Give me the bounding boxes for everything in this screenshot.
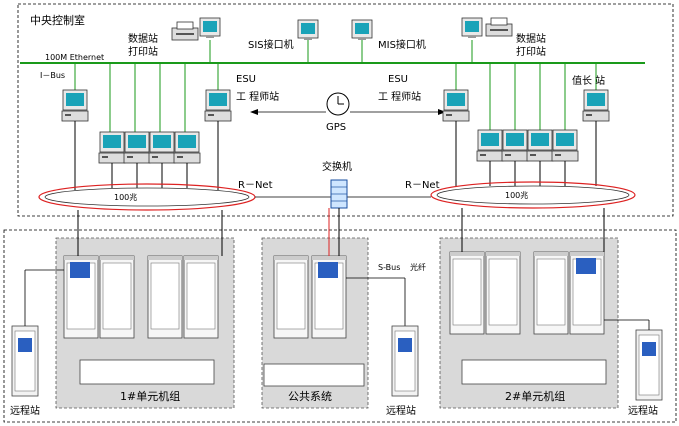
cabinet-icon — [273, 255, 309, 339]
remote-station-icon — [391, 325, 419, 397]
operator-station-icon — [98, 131, 126, 164]
cabinet-icon — [99, 255, 135, 339]
remote-station-icon — [635, 329, 663, 401]
rnet-ring-right — [430, 181, 636, 209]
ethernet-label: 100M Ethernet — [45, 53, 104, 62]
sbus-label: S-Bus — [378, 263, 400, 272]
remote-station-icon — [11, 325, 39, 397]
esu-right-icon — [442, 89, 470, 122]
control-room-label: 中央控制室 — [30, 13, 85, 27]
switch-icon — [330, 179, 348, 209]
esu-left-label-2: 工 程师站 — [236, 90, 279, 103]
cabinet-icon — [183, 255, 219, 339]
esu-left-label-1: ESU — [236, 74, 256, 85]
workstation-icon — [199, 17, 221, 39]
cabinet-icon — [485, 251, 521, 335]
unit1-label: 1#单元机组 — [120, 389, 180, 403]
operator-station-icon — [173, 131, 201, 164]
operator-station-icon — [501, 129, 529, 162]
ring-right-label: 100兆 — [505, 190, 528, 200]
esu-right-label-2: 工 程师站 — [378, 90, 421, 103]
operator-station-icon — [526, 129, 554, 162]
control-room-boundary — [17, 3, 674, 217]
printer-right-icon — [485, 17, 513, 37]
operator-station-icon — [551, 129, 579, 162]
duty-station-icon — [582, 89, 610, 122]
operator-station-icon — [148, 131, 176, 164]
data-print-left-2: 打印站 — [128, 45, 158, 58]
rnet-left-label: R－Net — [238, 180, 273, 191]
data-print-right-1: 数据站 — [516, 32, 546, 45]
common-label: 公共系统 — [288, 390, 332, 403]
sis-label: SIS接口机 — [248, 38, 294, 51]
fiber-label: 光纤 — [410, 262, 426, 272]
unit2-label: 2#单元机组 — [505, 389, 565, 403]
ring-left-label: 100兆 — [114, 192, 137, 202]
remote-label-1: 远程站 — [10, 404, 40, 417]
cabinet-icon — [147, 255, 183, 339]
remote-label-3: 远程站 — [628, 404, 658, 417]
cabinet-icon — [449, 251, 485, 335]
operator-station-icon — [123, 131, 151, 164]
rnet-right-label: R－Net — [405, 180, 440, 191]
workstation-right-icon — [461, 17, 483, 39]
ibus-workstation-icon — [61, 89, 89, 122]
switch-label: 交换机 — [322, 160, 352, 173]
printer-icon — [171, 21, 199, 41]
cabinet-icon — [533, 251, 569, 335]
mis-label: MIS接口机 — [378, 38, 426, 51]
field-boundary — [3, 229, 677, 423]
data-print-right-2: 打印站 — [516, 45, 546, 58]
operator-station-icon — [476, 129, 504, 162]
gps-label: GPS — [326, 122, 346, 133]
esu-left-icon — [204, 89, 232, 122]
duty-label: 值长 站 — [572, 74, 605, 87]
mis-monitor-icon — [351, 19, 373, 41]
sis-monitor-icon — [297, 19, 319, 41]
data-print-left-1: 数据站 — [128, 32, 158, 45]
ibus-label: I－Bus — [40, 71, 65, 80]
esu-right-label-1: ESU — [388, 74, 408, 85]
remote-label-2: 远程站 — [386, 404, 416, 417]
